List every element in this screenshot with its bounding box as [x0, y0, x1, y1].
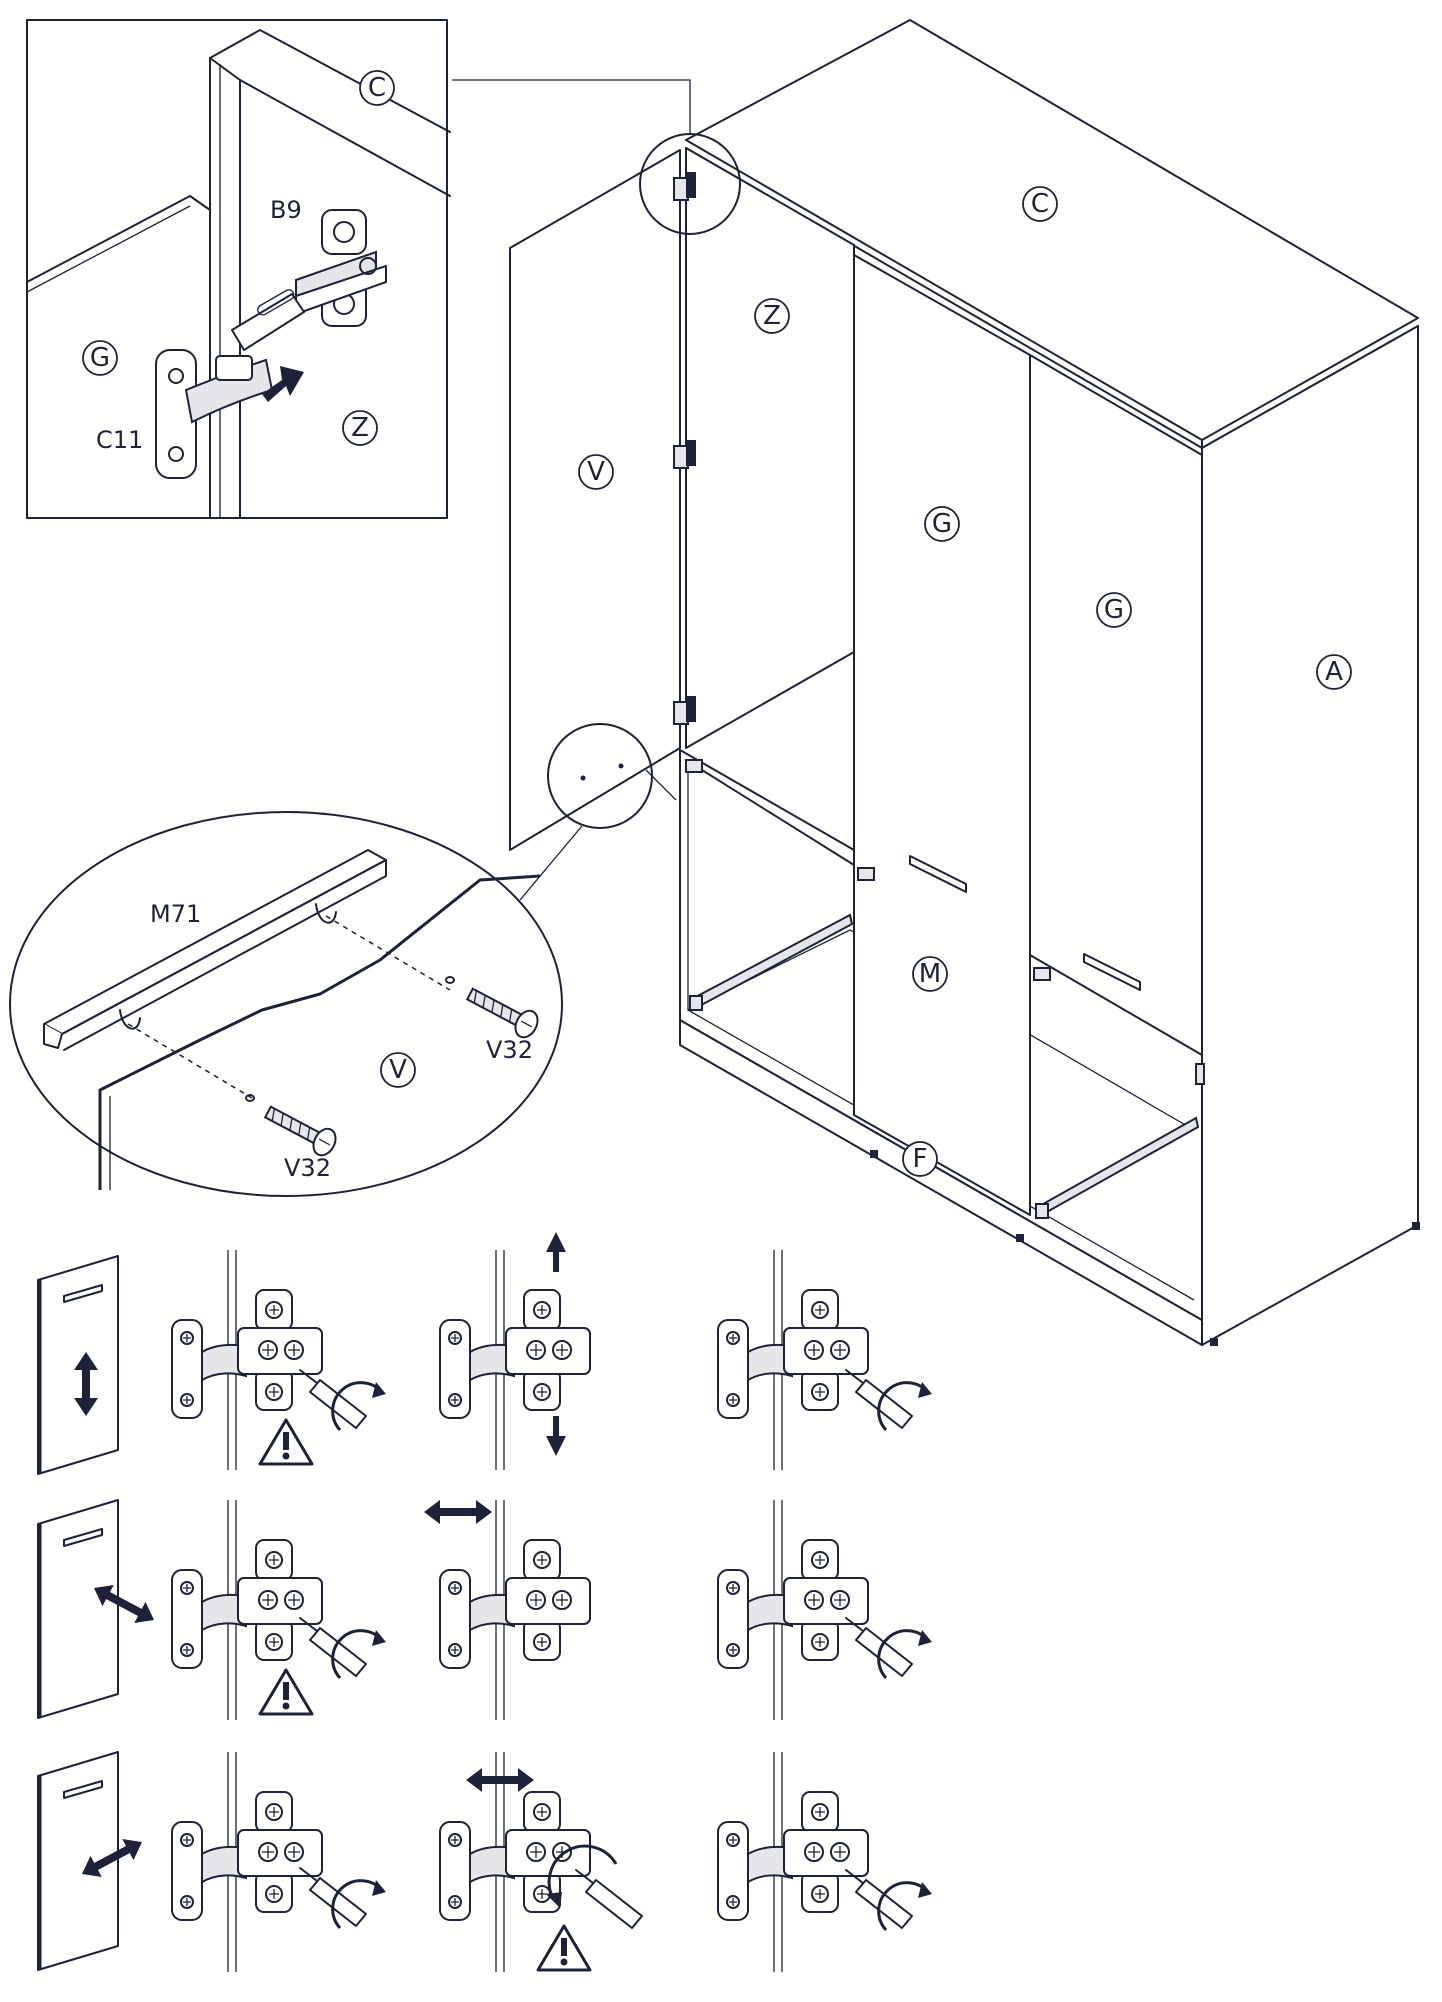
- label-detail-c: C: [368, 73, 386, 103]
- screwdriver-icon-2: [298, 1616, 388, 1680]
- label-side-panel: A: [1325, 657, 1343, 687]
- label-top-panel: C: [1031, 189, 1049, 219]
- code-v32-right: V32: [486, 1036, 533, 1064]
- warning-icon-3: [536, 1924, 592, 1972]
- code-v32-left: V32: [284, 1154, 331, 1182]
- label-door-g-2: G: [1104, 595, 1124, 625]
- rotate-arrow-icon-3: [844, 1868, 934, 1932]
- hinge-c11: [155, 289, 305, 479]
- label-door-v: V: [587, 457, 605, 487]
- label-base-f: F: [913, 1144, 928, 1174]
- label-door-z: Z: [763, 301, 781, 331]
- wardrobe-illustration: C A V Z G G M F: [452, 19, 1420, 1346]
- plate-b9: [295, 209, 387, 327]
- handle-detail: M71 V V32 V32: [9, 811, 563, 1197]
- screwdriver-icon-3: [298, 1866, 388, 1930]
- label-handle-v: V: [389, 1055, 407, 1085]
- rotate-arrow-icon-2: [844, 1616, 934, 1680]
- code-b9: B9: [270, 196, 302, 224]
- arrow-down-icon: [546, 1416, 566, 1456]
- label-detail-z: Z: [351, 413, 369, 443]
- screwdriver-icon-4: [546, 1844, 643, 1929]
- label-door-g-1: G: [932, 509, 952, 539]
- screw-v32-right: [465, 987, 539, 1039]
- adjustment-row-vertical: [36, 1232, 934, 1476]
- warning-icon: [258, 1418, 314, 1466]
- screwdriver-icon: [298, 1368, 388, 1432]
- warning-icon-2: [258, 1668, 314, 1716]
- arrow-up-icon: [546, 1232, 566, 1272]
- hinge-detail-box: C G Z B9 C11: [26, 19, 451, 519]
- code-m71: M71: [150, 900, 201, 928]
- label-detail-g: G: [90, 343, 110, 373]
- code-c11: C11: [96, 426, 143, 454]
- screw-v32-left: [263, 1105, 337, 1157]
- arrow-horizontal-icon: [424, 1500, 492, 1524]
- label-drawer-m: M: [919, 959, 941, 989]
- arrow-horizontal-icon-2: [466, 1768, 534, 1792]
- rotate-arrow-icon: [844, 1368, 934, 1432]
- adjustment-row-depth: [36, 1498, 934, 1721]
- adjustment-row-lateral: [36, 1750, 934, 1973]
